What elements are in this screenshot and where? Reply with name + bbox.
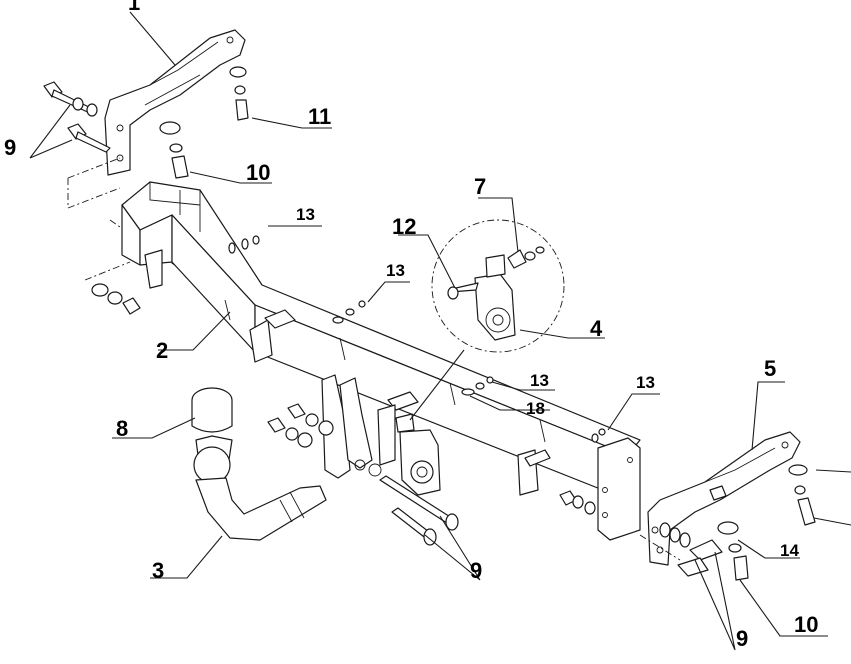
callout-13-a: 13 — [296, 205, 315, 224]
callout-18: 18 — [526, 399, 545, 418]
callout-2: 3 — [152, 558, 164, 583]
socket-bracket-3-mounted — [395, 413, 441, 496]
callout-14: 14 — [780, 541, 799, 560]
nuts-center — [267, 403, 334, 448]
left-bracket-5 — [104, 29, 246, 176]
callout-labels: 1 9 11 10 13 2 12 13 7 4 13 18 13 5 8 3 … — [4, 0, 818, 651]
right-bracket-4 — [647, 431, 801, 566]
callout-7: 8 — [116, 416, 128, 441]
bolts-8 — [379, 475, 459, 546]
callout-10-lower: 10 — [794, 612, 818, 637]
callout-4: 5 — [764, 356, 776, 381]
callout-9-right: 9 — [736, 626, 748, 651]
callout-13-b: 13 — [386, 261, 405, 280]
callout-12: 12 — [392, 214, 416, 239]
callout-9-left: 9 — [4, 135, 16, 160]
fasteners-11 — [229, 66, 249, 121]
callout-1: 2 — [156, 338, 168, 363]
fasteners-right — [559, 464, 816, 581]
leader-lines — [29, 11, 851, 651]
callout-11: 11 — [308, 104, 331, 129]
callout-8: 9 — [470, 558, 482, 583]
callout-3: 4 — [590, 316, 603, 341]
fasteners-13 — [228, 235, 606, 443]
callout-13-d: 13 — [636, 373, 655, 392]
ball-cap-7 — [191, 387, 233, 433]
callout-10-upper: 10 — [246, 160, 270, 185]
main-crossbar-1 — [121, 181, 641, 541]
fasteners-lower-left — [91, 283, 141, 315]
callout-6: 7 — [474, 174, 486, 199]
towball-2 — [193, 435, 327, 541]
callout-5: 1 — [128, 0, 140, 15]
bolts-9-left — [43, 81, 111, 153]
detail-socket-plate — [431, 219, 565, 353]
fasteners-10-upper — [159, 121, 189, 179]
callout-13-c: 13 — [530, 371, 549, 390]
